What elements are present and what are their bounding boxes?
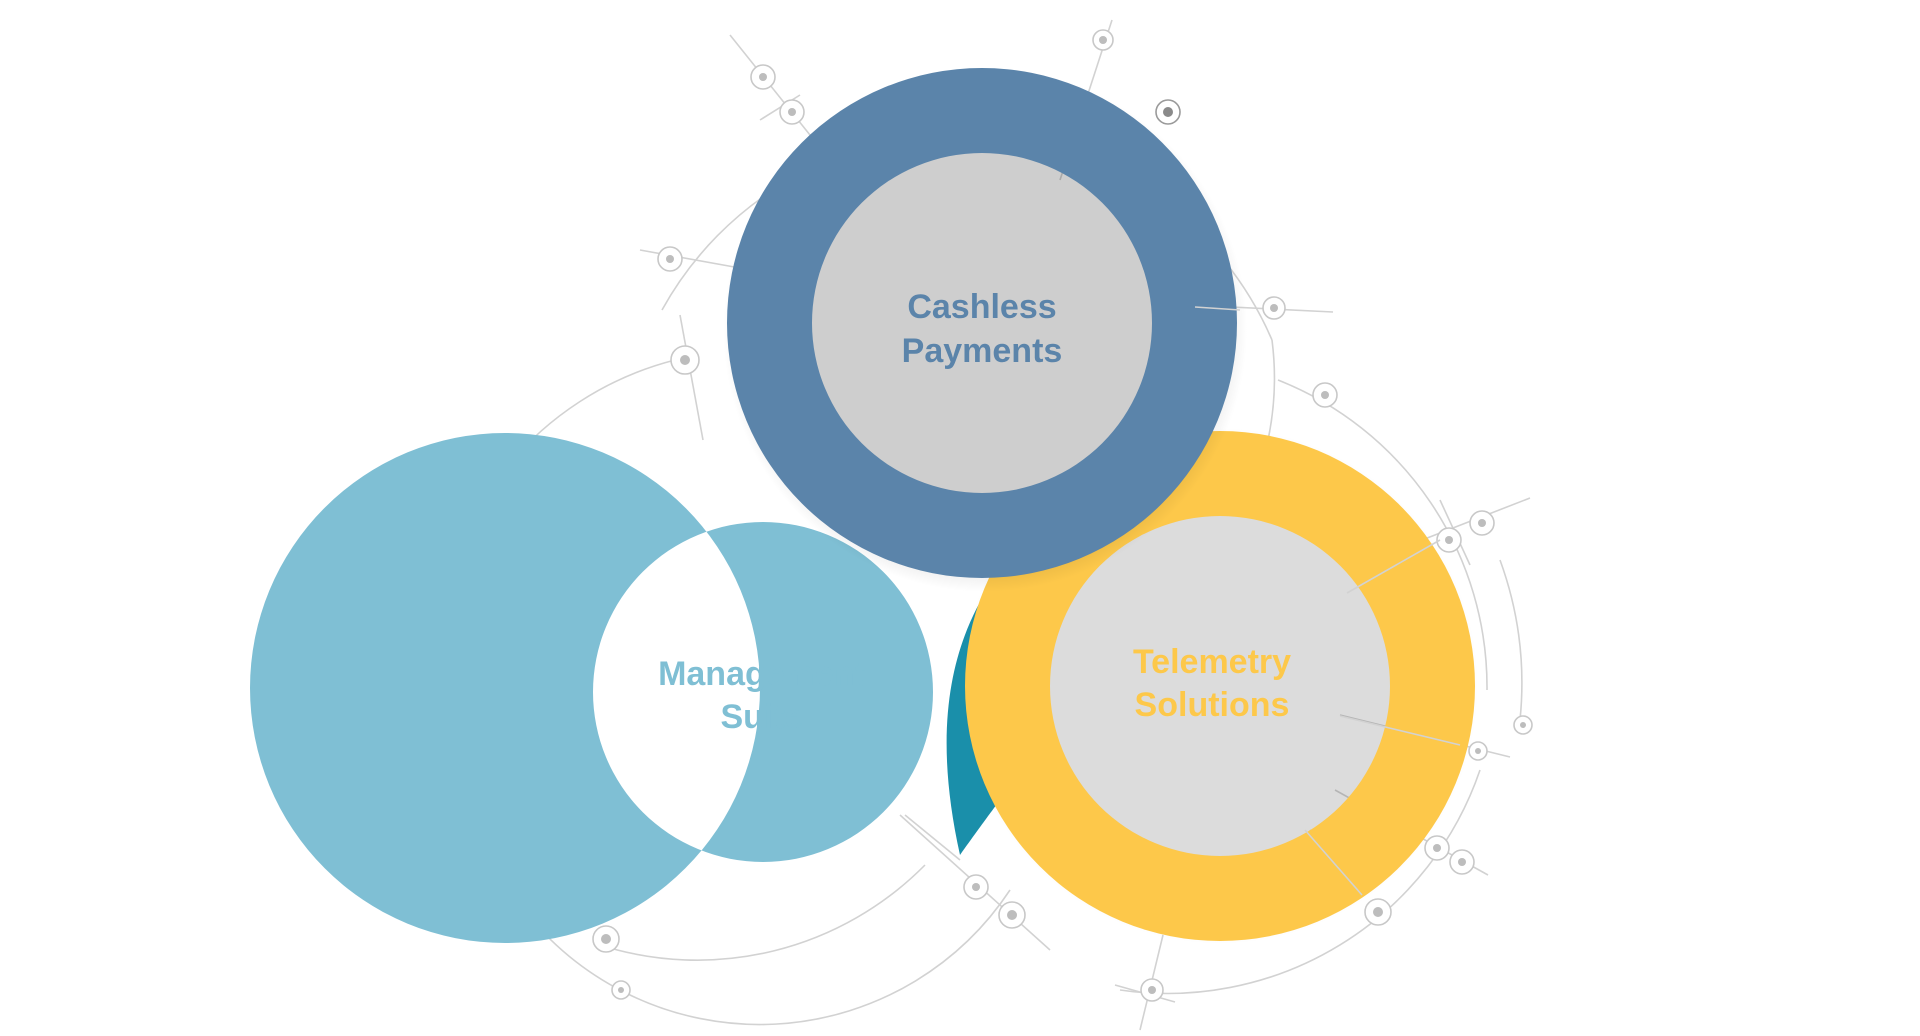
deco-arc-top-right [1267, 339, 1276, 441]
management-suite-label-line2: Suite [720, 698, 803, 736]
deco-spoke [759, 94, 801, 121]
management-suite-ring [250, 433, 933, 943]
deco-spoke [1194, 306, 1241, 311]
deco-node-dot [1433, 844, 1441, 852]
telemetry-solutions-label-line2: Solutions [1135, 686, 1290, 724]
cashless-payments-label: Cashless [907, 288, 1056, 326]
deco-node-dot [1445, 536, 1453, 544]
telemetry-solutions-label: Telemetry [1133, 643, 1291, 681]
deco-arc-bottom-left [527, 889, 1011, 1026]
deco-spoke [1346, 539, 1441, 594]
cashless-payments-ring [727, 68, 1237, 578]
deco-node-dot [972, 883, 980, 891]
deco-node-dot [1458, 858, 1466, 866]
deco-node-dot [601, 934, 611, 944]
deco-node-dot [1007, 910, 1017, 920]
deco-arc-bottom-left-2 [599, 864, 926, 961]
deco-node-dot [680, 355, 690, 365]
deco-spoke [679, 314, 704, 441]
deco-node-dot [1163, 107, 1173, 117]
deco-arc-bottom-right [1119, 769, 1481, 995]
management-suite-label: Management [658, 655, 866, 693]
deco-node-dot [759, 73, 767, 81]
deco-node-dot [1270, 304, 1278, 312]
deco-spoke [1339, 715, 1461, 746]
deco-node-dot [666, 255, 674, 263]
deco-node-dot [1148, 986, 1156, 994]
cashless-payments-circle [723, 68, 1247, 592]
deco-arc-right-2 [1499, 559, 1523, 721]
deco-spoke [904, 814, 961, 861]
deco-node-dot [788, 108, 796, 116]
deco-node-dot [618, 987, 624, 993]
cashless-payments-label-line2: Payments [902, 332, 1063, 370]
deco-node-dot [1321, 391, 1329, 399]
deco-node-dot [1475, 748, 1481, 754]
deco-node-dot [1520, 722, 1526, 728]
decorative-overlay-lines [904, 306, 1461, 896]
deco-spoke [1304, 829, 1363, 896]
deco-node-dot [1478, 519, 1486, 527]
deco-node-dot [1099, 36, 1107, 44]
deco-node-dot [1373, 907, 1383, 917]
